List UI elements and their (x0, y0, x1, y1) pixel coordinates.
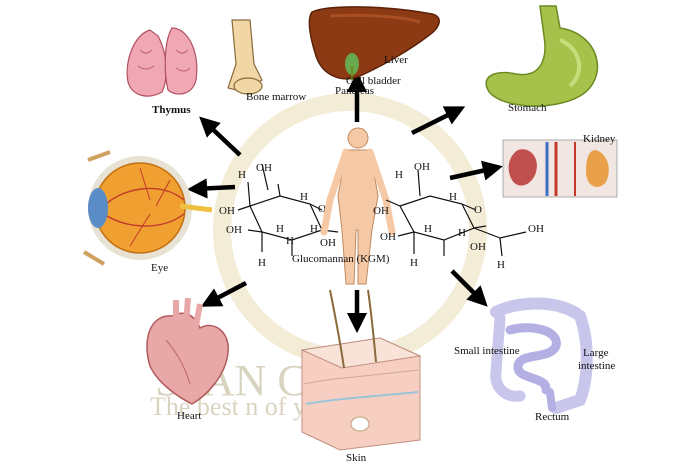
atom-h: H (286, 235, 294, 247)
liver-illustration (308, 6, 440, 80)
arrows (186, 71, 503, 334)
thymus-label: Thymus (152, 104, 191, 116)
atom-h: H (276, 223, 284, 235)
molecule-right-ring (385, 169, 527, 257)
gall-bladder-label: Gall bladder (346, 75, 401, 87)
kidney-illustration (502, 139, 618, 198)
small-intestine-label: Small intestine (454, 345, 520, 357)
intestine-illustration (490, 297, 593, 414)
arrow-to-eye (186, 178, 236, 199)
rectum-label: Rectum (535, 411, 570, 423)
molecule-label: Glucomannan (KGM) (292, 253, 390, 265)
atom-oh: OH (219, 205, 235, 217)
large-intestine-label-2: intestine (578, 360, 615, 372)
atom-oh: OH (226, 224, 242, 236)
arrow-to-kidney (449, 160, 503, 181)
atom-h: H (497, 259, 505, 271)
atom-oh: OH (373, 205, 389, 217)
eye-label: Eye (151, 262, 168, 274)
pancreas-label: Pancreas (335, 85, 374, 97)
atom-oh: OH (528, 223, 544, 235)
gall-bladder-shape (345, 53, 359, 75)
atom-h: H (449, 191, 457, 203)
heart-illustration (146, 297, 229, 405)
atom-h: H (458, 227, 466, 239)
large-intestine-label-1: Large (583, 347, 609, 359)
atom-o: O (474, 204, 482, 216)
atom-h: H (410, 257, 418, 269)
stomach-label: Stomach (508, 102, 547, 114)
liver-label: Liver (384, 54, 408, 66)
skin-illustration (300, 289, 422, 451)
atom-h: H (238, 169, 246, 181)
kidney-label: Kidney (583, 133, 616, 145)
arrow-to-stomach (410, 106, 466, 136)
atom-oh: OH (256, 162, 272, 174)
atom-h: H (424, 223, 432, 235)
skin-label: Skin (346, 452, 367, 464)
arrow-to-intestine (450, 269, 488, 307)
atom-h: H (258, 257, 266, 269)
atom-h: H (300, 191, 308, 203)
atom-h: H (310, 223, 318, 235)
arrow-to-thymus (199, 116, 242, 157)
bone-illustration (227, 19, 263, 95)
atom-oh: OH (320, 237, 336, 249)
atom-oh: OH (380, 231, 396, 243)
atom-h: H (395, 169, 403, 181)
arrow-to-heart (200, 281, 248, 307)
atom-oh: OH (470, 241, 486, 253)
atom-oh: OH (414, 161, 430, 173)
stomach-illustration (485, 5, 599, 107)
heart-label: Heart (177, 410, 201, 422)
bone-marrow-label: Bone marrow (246, 91, 306, 103)
atom-o: O (318, 203, 326, 215)
eye-illustration (82, 150, 213, 266)
thymus-illustration (126, 27, 198, 97)
